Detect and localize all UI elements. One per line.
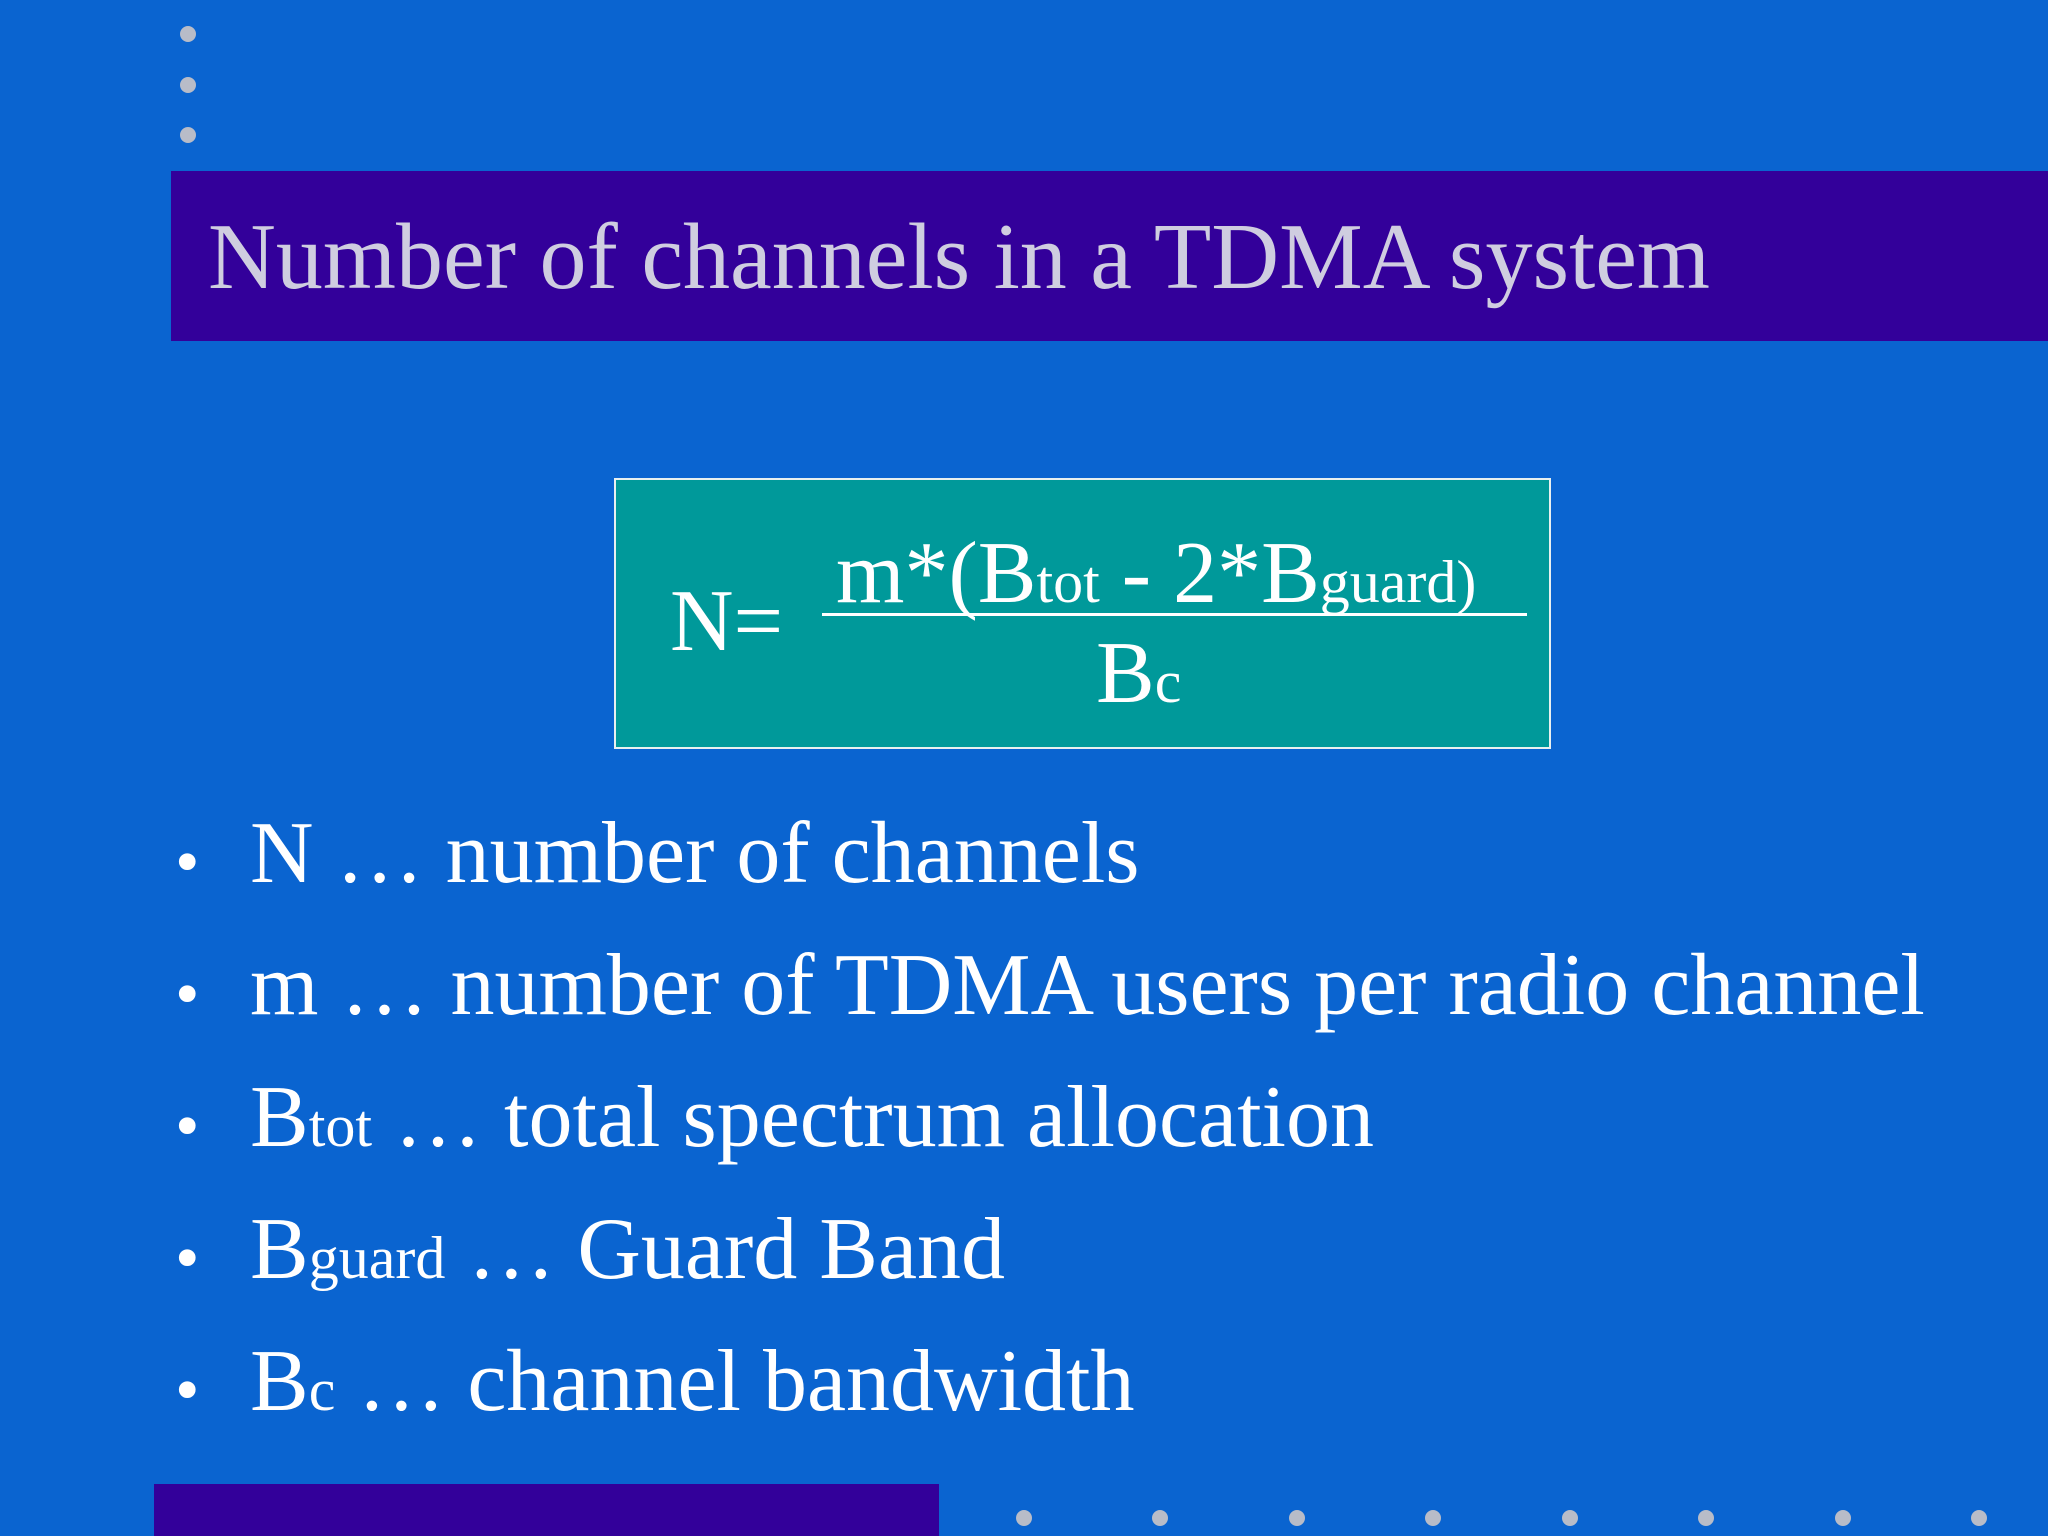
decorative-dot (180, 127, 196, 143)
bullet-icon: • (175, 824, 200, 901)
decorative-dot (1971, 1510, 1987, 1526)
bullet-icon: • (175, 1088, 200, 1165)
bullet-text: Bc … channel bandwidth (250, 1338, 1134, 1426)
decorative-dot (1016, 1510, 1032, 1526)
definition: … Guard Band (445, 1201, 1005, 1298)
definition: … total spectrum allocation (372, 1069, 1374, 1166)
definition: … number of TDMA users per radio channel (318, 937, 1925, 1034)
bullet-icon: • (175, 956, 200, 1033)
bullet-text: Btot … total spectrum allocation (250, 1074, 1374, 1162)
decorative-dot (1289, 1510, 1305, 1526)
symbol-subscript: tot (308, 1093, 373, 1159)
bullet-icon: • (175, 1352, 200, 1429)
slide-title: Number of channels in a TDMA system (208, 205, 1711, 309)
decorative-dot (1425, 1510, 1441, 1526)
formula-lhs: N= (670, 573, 784, 670)
definition: … number of channels (313, 805, 1140, 902)
formula-numerator-sub-guard: guard) (1319, 549, 1477, 615)
formula-numerator-mid: - 2*B (1099, 525, 1320, 622)
formula-box: N= m*(Btot - 2*Bguard) Bc (614, 478, 1551, 749)
decorative-dot (180, 26, 196, 42)
symbol-subscript: guard (308, 1225, 446, 1291)
decorative-dot (1562, 1510, 1578, 1526)
formula-denominator-main: B (1096, 625, 1155, 722)
bullet-text: Bguard … Guard Band (250, 1206, 1005, 1294)
symbol: B (250, 1201, 309, 1298)
decorative-dot (180, 77, 196, 93)
bottom-bar (154, 1484, 939, 1536)
title-band (171, 171, 2048, 341)
formula-numerator-sub-tot: tot (1036, 549, 1100, 615)
decorative-dot (1698, 1510, 1714, 1526)
formula-numerator: m*(Btot - 2*Bguard) (836, 530, 1476, 618)
formula-denominator-sub: c (1154, 649, 1182, 715)
symbol: m (250, 937, 319, 1034)
symbol: B (250, 1333, 309, 1430)
bullet-text: N … number of channels (250, 810, 1140, 898)
formula-numerator-prefix: m*(B (836, 525, 1037, 622)
decorative-dot (1835, 1510, 1851, 1526)
symbol: B (250, 1069, 309, 1166)
bullet-text: m … number of TDMA users per radio chann… (250, 942, 1925, 1030)
decorative-dot (1152, 1510, 1168, 1526)
symbol: N (250, 805, 314, 902)
symbol-subscript: c (308, 1357, 336, 1423)
bullet-icon: • (175, 1220, 200, 1297)
formula-denominator: Bc (1096, 630, 1181, 718)
definition: … channel bandwidth (335, 1333, 1135, 1430)
fraction-line (822, 613, 1527, 616)
